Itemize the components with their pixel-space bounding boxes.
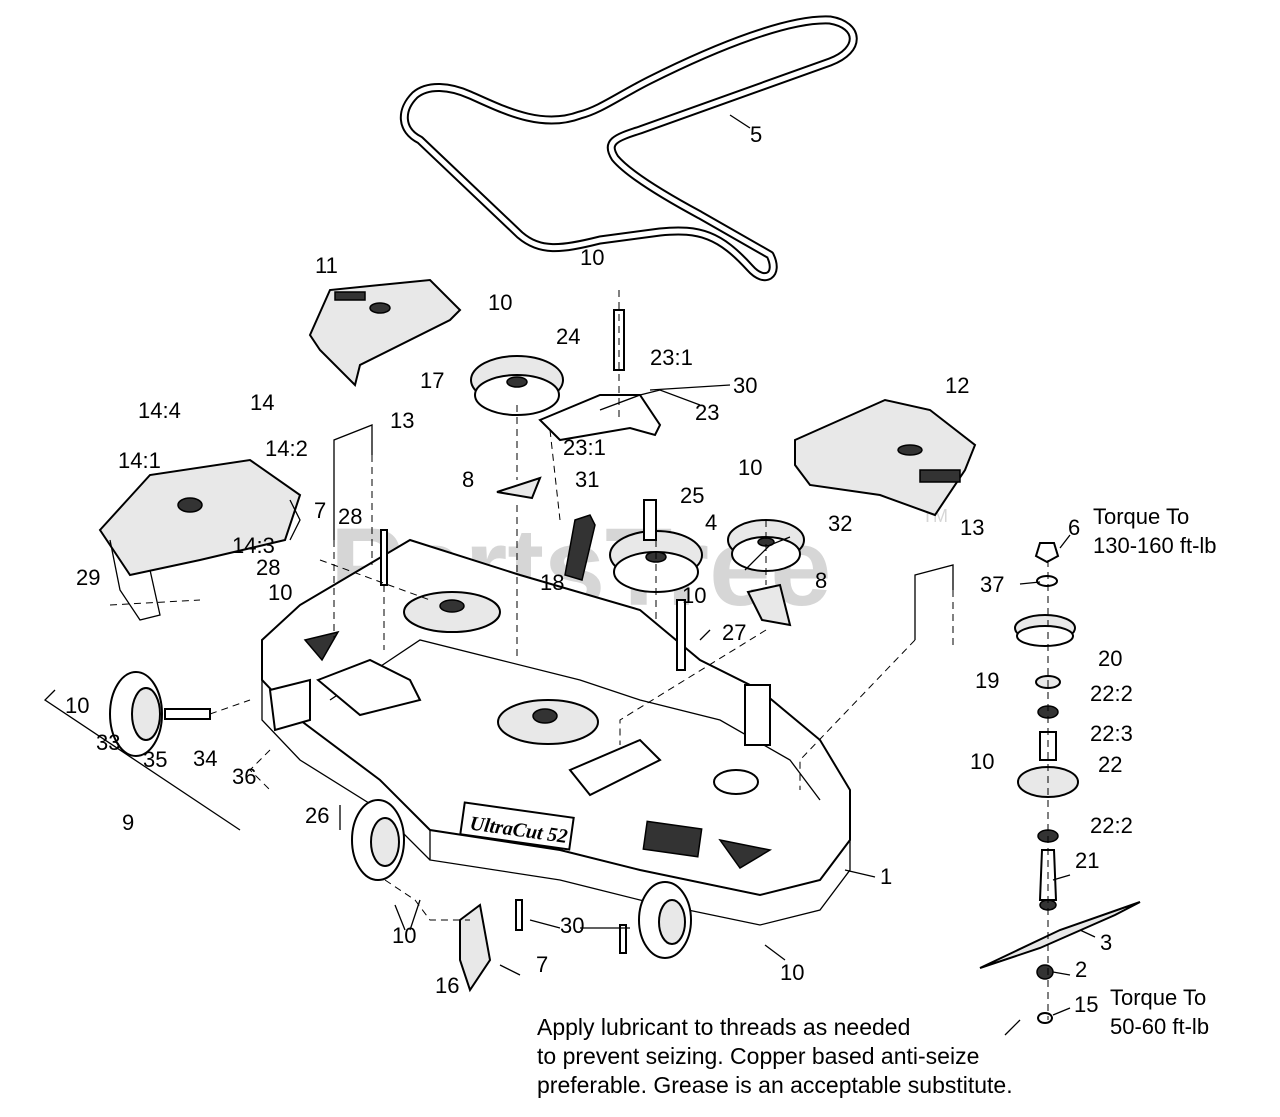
callout-36: 36 [232, 764, 256, 789]
callout-28a: 28 [338, 504, 362, 529]
callout-17: 17 [420, 368, 444, 393]
callout-16: 16 [435, 973, 459, 998]
callout-37: 37 [980, 572, 1004, 597]
callouts: 5 1 2 3 4 6 7 7 8 8 9 10 10 10 10 10 10 … [65, 122, 1133, 1017]
callout-11: 11 [315, 253, 338, 278]
callout-34: 34 [193, 746, 217, 771]
callout-3: 3 [1100, 930, 1112, 955]
callout-24: 24 [556, 324, 580, 349]
callout-22-2b: 22:2 [1090, 813, 1133, 838]
callout-14: 14 [250, 390, 274, 415]
mower-deck: UltraCut 52 [261, 538, 851, 926]
callout-14-2: 14:2 [265, 436, 308, 461]
callout-14-1: 14:1 [118, 448, 161, 473]
torque-note-top-line2: 130-160 ft-lb [1093, 533, 1217, 558]
torque-note-top: Torque To 130-160 ft-lb [1093, 504, 1217, 558]
callout-30a: 30 [733, 373, 757, 398]
callout-7a: 7 [314, 498, 326, 523]
callout-35: 35 [143, 747, 167, 772]
callout-10e: 10 [268, 580, 292, 605]
callout-7b: 7 [536, 952, 548, 977]
footnote-line2: to prevent seizing. Copper based anti-se… [537, 1043, 979, 1069]
callout-25: 25 [680, 483, 704, 508]
callout-22: 22 [1098, 752, 1122, 777]
spindle-assembly [979, 542, 1141, 1024]
footnote-line1: Apply lubricant to threads as needed [537, 1014, 910, 1040]
callout-10a: 10 [580, 245, 604, 270]
callout-23-1a: 23:1 [650, 345, 693, 370]
callout-28b: 28 [256, 555, 280, 580]
cone-8 [496, 476, 792, 627]
idler-pulley-17 [470, 355, 564, 416]
drive-belt [399, 15, 858, 282]
callout-10g: 10 [970, 749, 994, 774]
lubricant-footnote: Apply lubricant to threads as needed to … [537, 1014, 1013, 1098]
belt-cover-11 [308, 278, 462, 387]
callout-4: 4 [705, 510, 717, 535]
callout-23: 23 [695, 400, 719, 425]
callout-15: 15 [1074, 992, 1098, 1017]
callout-8b: 8 [815, 568, 827, 593]
callout-12: 12 [945, 373, 969, 398]
callout-13a: 13 [390, 408, 414, 433]
torque-note-bottom-line1: Torque To [1110, 985, 1206, 1010]
anti-scalp-wheel-rear [638, 881, 692, 959]
callout-29: 29 [76, 565, 100, 590]
wheel-assembly-33 [109, 671, 211, 757]
callout-10b: 10 [488, 290, 512, 315]
belt-cover-12 [794, 398, 977, 517]
callout-33: 33 [96, 730, 120, 755]
leader-lines [43, 114, 1096, 1036]
callout-18: 18 [540, 570, 564, 595]
callout-5: 5 [750, 122, 762, 147]
callout-6: 6 [1068, 515, 1080, 540]
callout-14-3: 14:3 [232, 533, 275, 558]
torque-note-top-line1: Torque To [1093, 504, 1189, 529]
idler-pulley-32 [727, 519, 805, 572]
callout-20: 20 [1098, 646, 1122, 671]
footnote-line3: preferable. Grease is an acceptable subs… [537, 1072, 1013, 1098]
callout-14-4: 14:4 [138, 398, 181, 423]
belt-cover-14 [98, 458, 302, 621]
spring-18 [564, 514, 596, 581]
callout-32: 32 [828, 511, 852, 536]
callout-22-3: 22:3 [1090, 721, 1133, 746]
callout-10f: 10 [65, 693, 89, 718]
anti-scalp-wheel-front [351, 799, 405, 881]
callout-27: 27 [722, 620, 746, 645]
callout-10i: 10 [780, 960, 804, 985]
callout-9: 9 [122, 810, 134, 835]
callout-21: 21 [1075, 848, 1099, 873]
callout-10h: 10 [392, 923, 416, 948]
callout-30b: 30 [560, 913, 584, 938]
callout-8a: 8 [462, 467, 474, 492]
callout-10c: 10 [738, 455, 762, 480]
assembly-guides [109, 290, 1049, 1020]
callout-23-1b: 23:1 [563, 435, 606, 460]
callout-13b: 13 [960, 515, 984, 540]
callout-31: 31 [575, 467, 599, 492]
torque-note-bottom-line2: 50-60 ft-lb [1110, 1014, 1209, 1039]
idler-arm-23 [538, 394, 662, 442]
torque-note-bottom: Torque To 50-60 ft-lb [1110, 985, 1209, 1039]
callout-19: 19 [975, 668, 999, 693]
callout-10d: 10 [682, 583, 706, 608]
callout-26: 26 [305, 803, 329, 828]
callout-1: 1 [880, 864, 892, 889]
callout-22-2a: 22:2 [1090, 681, 1133, 706]
callout-2: 2 [1075, 957, 1087, 982]
